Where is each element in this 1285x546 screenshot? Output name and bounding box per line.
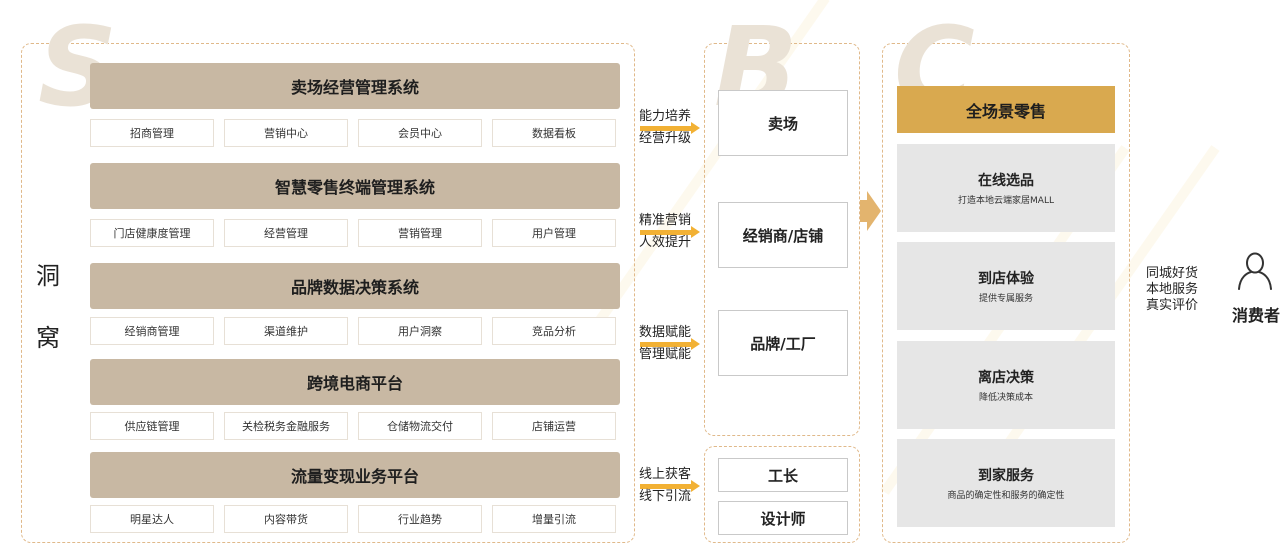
consumer-panel — [882, 43, 1130, 543]
arrow-right — [640, 480, 700, 492]
retail-header: 全场景零售 — [897, 86, 1115, 133]
arrow-label: 能力培养 经营升级 — [639, 106, 691, 150]
arrow-label: 线上获客 线下引流 — [639, 464, 691, 508]
system-item: 经销商管理 — [90, 317, 214, 345]
business-box: 设计师 — [718, 501, 848, 535]
flow-arrow — [860, 191, 881, 231]
business-box: 经销商/店铺 — [718, 202, 848, 268]
retail-card: 在线选品 打造本地云端家居MALL — [897, 144, 1115, 232]
system-item: 营销中心 — [224, 119, 348, 147]
system-item: 店铺运营 — [492, 412, 616, 440]
system-item: 经营管理 — [224, 219, 348, 247]
system-item: 内容带货 — [224, 505, 348, 533]
side-char-1: 洞 — [36, 262, 60, 290]
user-icon — [1238, 252, 1272, 290]
retail-card: 到家服务 商品的确定性和服务的确定性 — [897, 439, 1115, 527]
arrow-right — [640, 122, 700, 134]
retail-card: 离店决策 降低决策成本 — [897, 341, 1115, 429]
system-item: 行业趋势 — [358, 505, 482, 533]
system-item: 增量引流 — [492, 505, 616, 533]
system-item: 招商管理 — [90, 119, 214, 147]
retail-card-title: 到店体验 — [978, 271, 1034, 287]
arrow-label: 数据赋能 管理赋能 — [639, 322, 691, 366]
platform-panel — [21, 43, 635, 543]
retail-card-title: 在线选品 — [978, 173, 1034, 189]
retail-card-sub: 打造本地云端家居MALL — [958, 196, 1054, 206]
arrow-label-line: 线下引流 — [639, 489, 692, 504]
system-item: 关检税务金融服务 — [224, 412, 348, 440]
business-box: 卖场 — [718, 90, 848, 156]
system-title: 流量变现业务平台 — [90, 452, 620, 498]
consumer-benefit: 本地服务 — [1146, 282, 1199, 297]
system-item: 竞品分析 — [492, 317, 616, 345]
consumer-label: 消费者 — [1232, 306, 1281, 325]
retail-card-sub: 提供专属服务 — [978, 294, 1033, 304]
system-item: 用户洞察 — [358, 317, 482, 345]
retail-card-title: 离店决策 — [978, 370, 1034, 386]
business-box: 品牌/工厂 — [718, 310, 848, 376]
arrow-right — [640, 226, 700, 238]
system-item: 仓储物流交付 — [358, 412, 482, 440]
retail-card: 到店体验 提供专属服务 — [897, 242, 1115, 330]
system-item: 营销管理 — [358, 219, 482, 247]
arrow-label-line: 经营升级 — [639, 131, 692, 146]
system-title: 卖场经营管理系统 — [90, 63, 620, 109]
arrow-label-line: 人效提升 — [639, 235, 692, 250]
system-item: 门店健康度管理 — [90, 219, 214, 247]
business-box: 工长 — [718, 458, 848, 492]
arrow-label-line: 数据赋能 — [639, 325, 692, 340]
business-panel — [704, 43, 860, 436]
retail-card-sub: 商品的确定性和服务的确定性 — [947, 491, 1065, 501]
consumer-benefit: 真实评价 — [1146, 298, 1199, 313]
system-item: 渠道维护 — [224, 317, 348, 345]
retail-card-sub: 降低决策成本 — [978, 393, 1033, 403]
arrow-label-line: 能力培养 — [639, 109, 692, 124]
side-char-2: 窝 — [36, 324, 60, 352]
arrow-label-line: 精准营销 — [639, 213, 692, 228]
system-title: 跨境电商平台 — [90, 359, 620, 405]
system-item: 用户管理 — [492, 219, 616, 247]
system-item: 数据看板 — [492, 119, 616, 147]
arrow-label: 精准营销 人效提升 — [639, 210, 691, 254]
retail-card-title: 到家服务 — [978, 468, 1034, 484]
consumer-benefit: 同城好货 — [1146, 266, 1199, 281]
system-title: 智慧零售终端管理系统 — [90, 163, 620, 209]
system-item: 明星达人 — [90, 505, 214, 533]
consumer-benefits: 同城好货 本地服务 真实评价 — [1146, 266, 1198, 314]
arrow-label-line: 管理赋能 — [639, 347, 692, 362]
arrow-right — [640, 338, 700, 350]
system-item: 会员中心 — [358, 119, 482, 147]
business-lower-panel — [704, 446, 860, 543]
arrow-label-line: 线上获客 — [639, 467, 692, 482]
system-item: 供应链管理 — [90, 412, 214, 440]
system-title: 品牌数据决策系统 — [90, 263, 620, 309]
